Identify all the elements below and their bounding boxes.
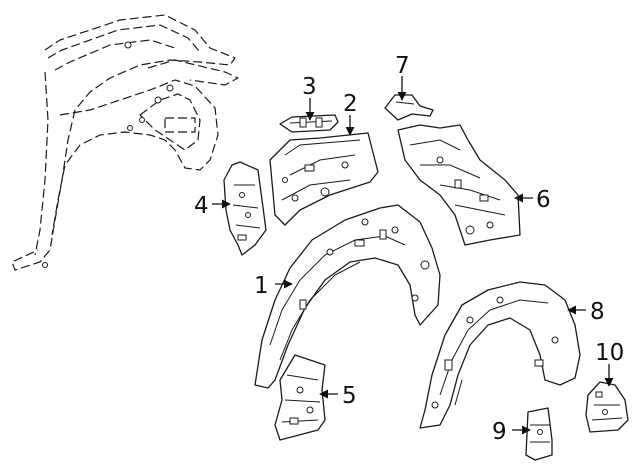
- callout-1: 1: [254, 273, 269, 299]
- part-8-shape: [419, 281, 581, 429]
- callout-6: 6: [536, 187, 551, 213]
- part-10-shape: [585, 381, 629, 433]
- callout-7: 7: [395, 53, 410, 79]
- part-6-shape: [397, 124, 521, 246]
- callout-5: 5: [342, 383, 357, 409]
- callout-10: 10: [595, 340, 624, 366]
- part-3-shape: [279, 114, 339, 133]
- part-4-shape: [223, 161, 267, 256]
- callout-2: 2: [343, 91, 358, 117]
- part-5-shape: [274, 354, 326, 441]
- callout-4: 4: [194, 193, 209, 219]
- part-9-shape: [525, 407, 553, 461]
- part-1-shape: [254, 204, 441, 389]
- callout-8: 8: [590, 299, 605, 325]
- callout-9: 9: [492, 419, 507, 445]
- part-2-shape: [269, 132, 379, 226]
- callout-3: 3: [302, 74, 317, 100]
- callout-labels: 1 2 3 4 5 6 7 8 9 10: [194, 53, 624, 445]
- quarter-panel-outline: [11, 14, 239, 271]
- part-7-shape: [384, 94, 434, 121]
- leader-lines: [212, 76, 614, 435]
